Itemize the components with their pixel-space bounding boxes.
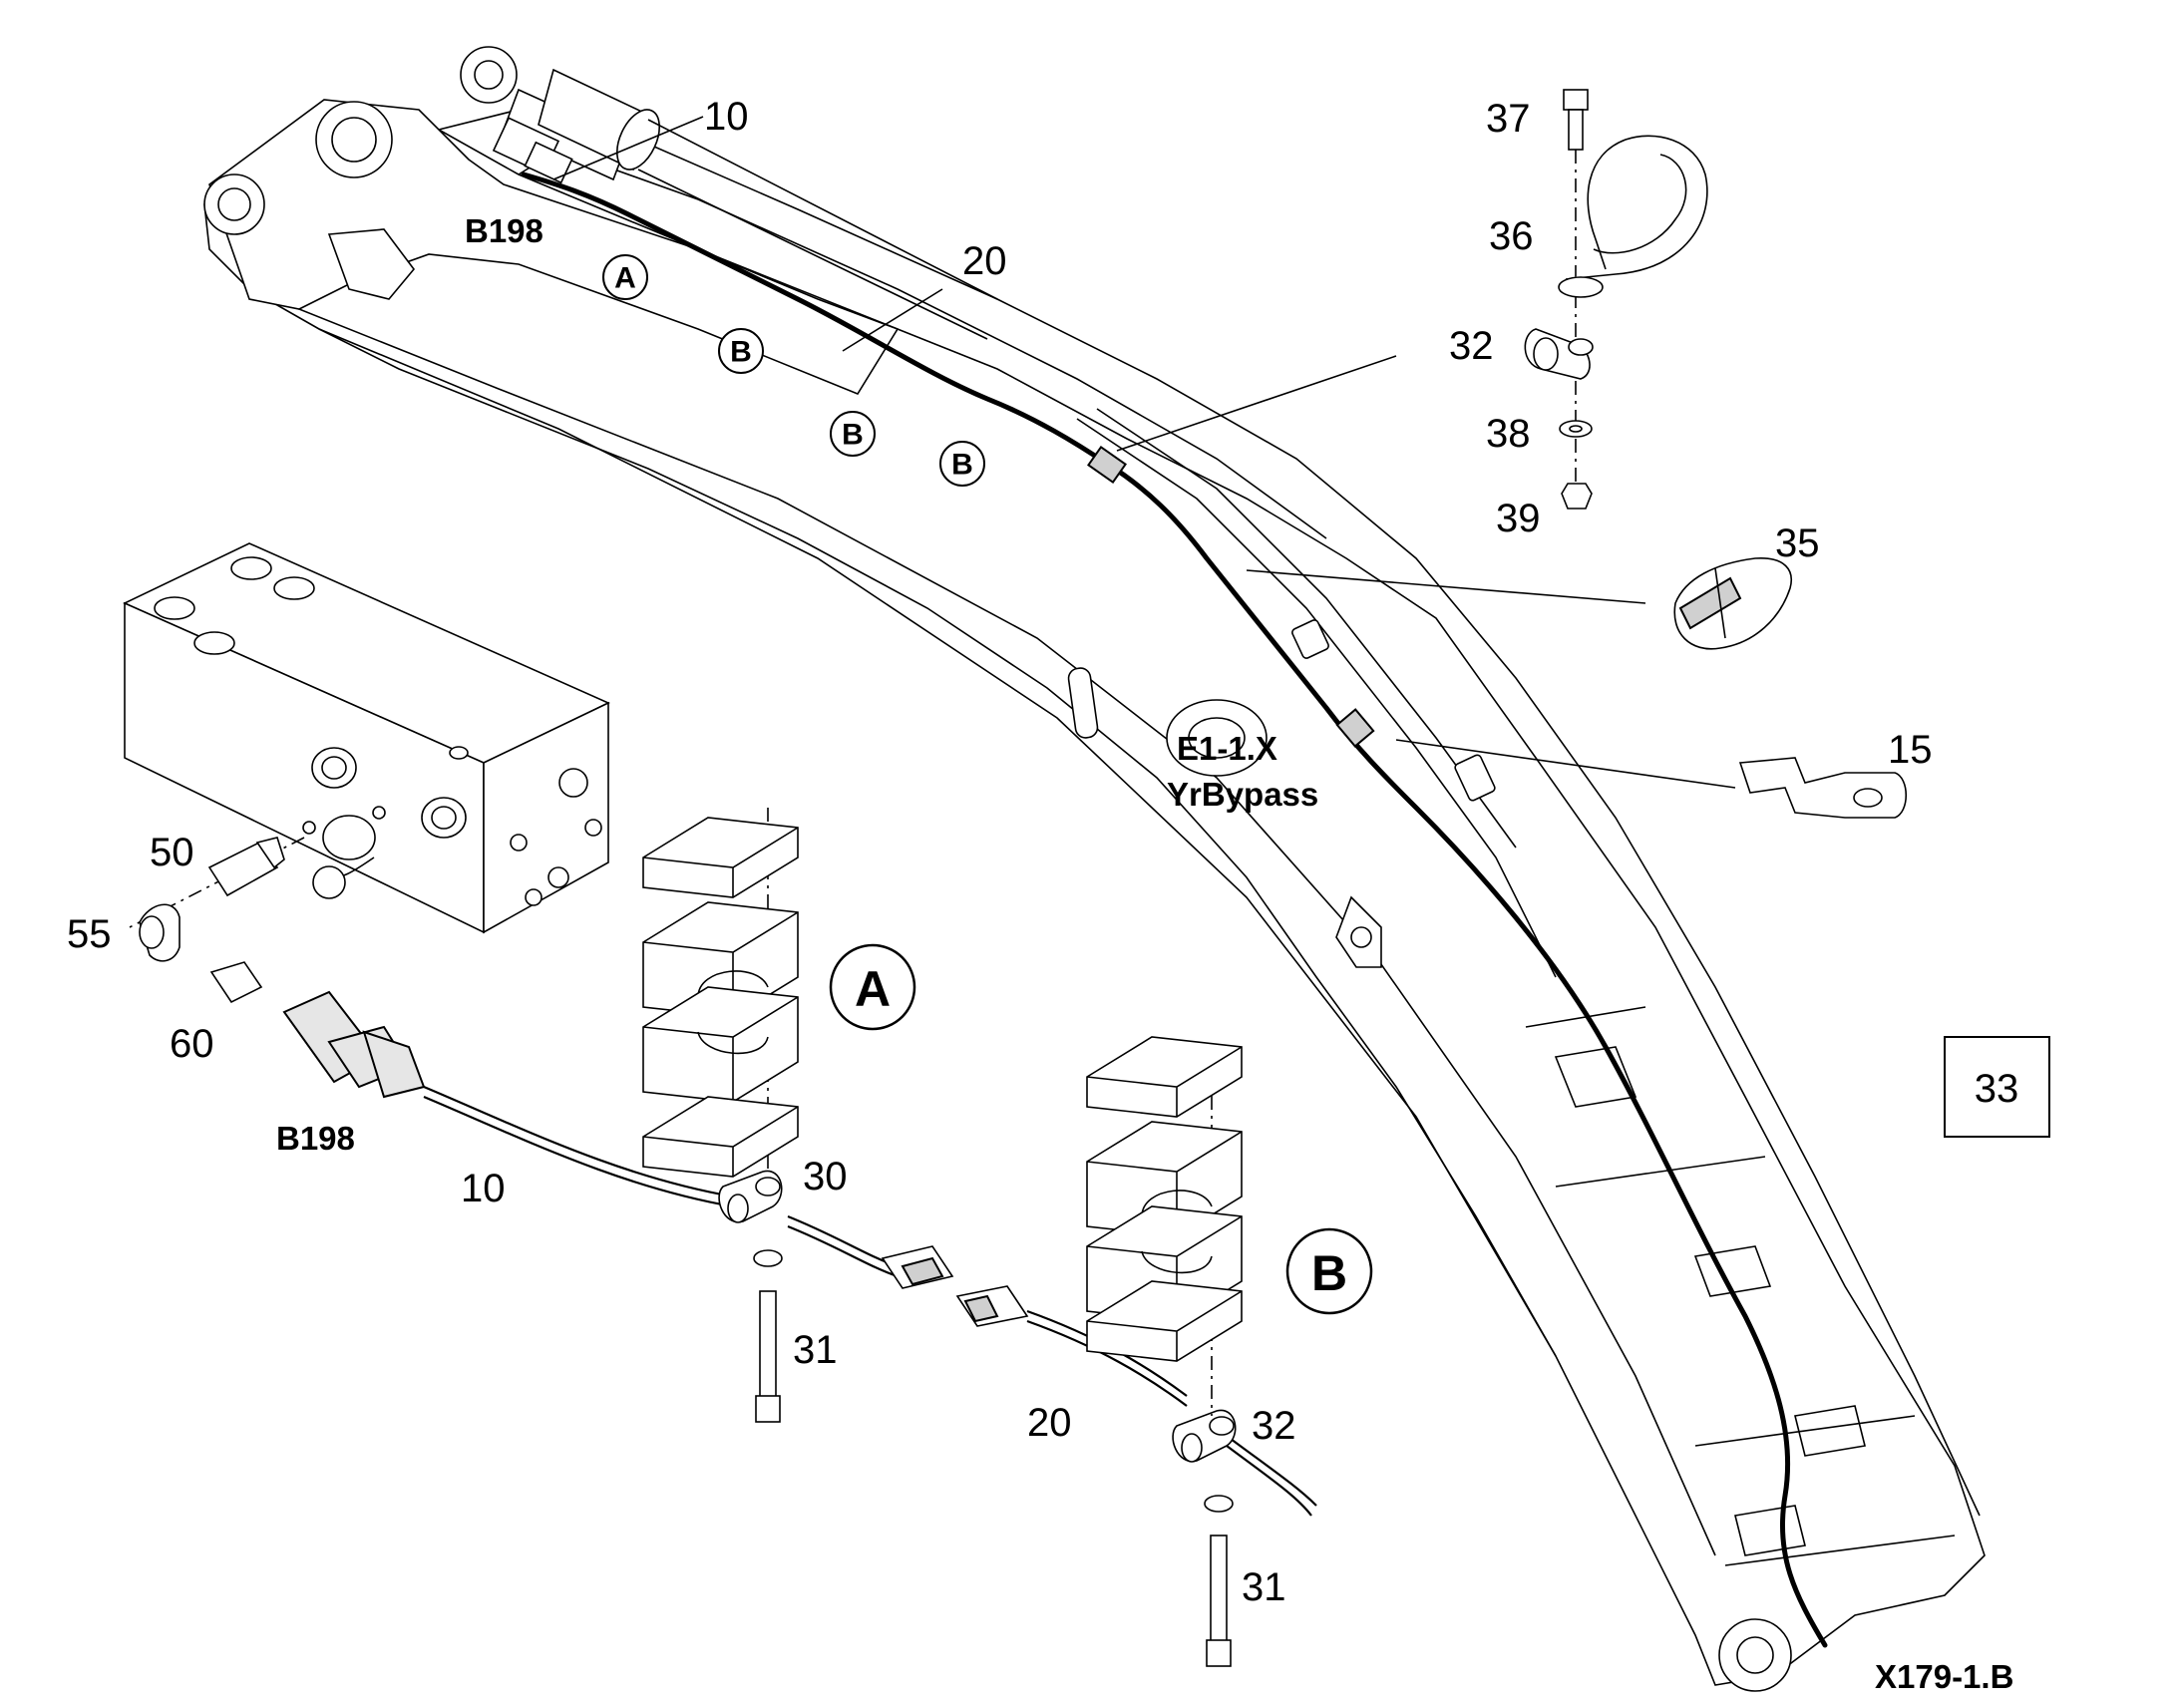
p-clamp-36	[1565, 135, 1708, 280]
svg-text:B: B	[730, 336, 752, 369]
callout-50: 50	[150, 831, 194, 874]
clamp-hardware-kit	[1524, 89, 1907, 819]
arm-cylinder-assembly	[203, 46, 998, 395]
designation-b198-bottom: B198	[276, 1120, 355, 1157]
callout-37: 37	[1486, 97, 1531, 141]
valve-block	[123, 542, 610, 934]
adapter-50	[207, 841, 279, 897]
sensor-assembly	[129, 837, 426, 1099]
callout-55: 55	[67, 912, 112, 956]
callout-15: 15	[1888, 728, 1933, 772]
nut-39	[1561, 483, 1593, 510]
svg-text:B: B	[1311, 1245, 1347, 1301]
callout-32-bottom: 32	[1252, 1404, 1296, 1448]
washer-32	[1204, 1495, 1234, 1513]
boom-cable-connector	[1335, 708, 1375, 748]
callout-30: 30	[803, 1155, 848, 1198]
designation-connector-line1: E1-1.X	[1177, 730, 1277, 767]
callout-10-top: 10	[704, 95, 749, 139]
callout-20-top: 20	[962, 239, 1007, 283]
bolt-31-left	[759, 1290, 777, 1402]
leader-lines	[552, 116, 1736, 789]
clamp-stack-a	[642, 808, 799, 1178]
cable-detail	[423, 1085, 1317, 1667]
callout-32-top: 32	[1449, 324, 1494, 368]
svg-text:B: B	[951, 449, 973, 482]
boom-arm	[203, 109, 1986, 1692]
drawing-id: X179-1.B	[1875, 1658, 2013, 1695]
sheet-box-label: 33	[1975, 1067, 2019, 1111]
sheet-box	[1944, 1036, 2050, 1138]
callout-36: 36	[1489, 214, 1534, 258]
callout-35: 35	[1775, 521, 1820, 565]
washer-30	[753, 1249, 783, 1267]
callout-31-right: 31	[1242, 1565, 1286, 1609]
callout-10-bottom: 10	[461, 1167, 506, 1210]
callout-31-left: 31	[793, 1328, 838, 1372]
bolt-31-right	[1210, 1535, 1228, 1646]
adapter-60	[209, 961, 263, 1004]
clamp-stack-b	[1086, 1036, 1243, 1416]
svg-text:B: B	[842, 419, 864, 452]
callout-38: 38	[1486, 412, 1531, 456]
designation-connector-line2: YrBypass	[1167, 776, 1318, 813]
callout-20-bottom: 20	[1027, 1401, 1072, 1445]
clamp-marker-a-small: A	[602, 254, 648, 300]
clamp-marker-a-large: A	[829, 943, 916, 1031]
cable-run-boom	[521, 171, 1828, 1648]
bolt-37	[1563, 89, 1589, 111]
clamp-marker-b-large: B	[1285, 1227, 1373, 1315]
callout-39: 39	[1496, 497, 1541, 540]
clamp-marker-b-small-1: B	[718, 328, 764, 374]
clamp-marker-b-small-3: B	[939, 441, 985, 487]
svg-text:A: A	[855, 961, 891, 1017]
designation-b198-top: B198	[465, 212, 544, 249]
callout-60: 60	[170, 1022, 214, 1066]
bracket-15	[1738, 757, 1907, 819]
boom-cable-plug	[1087, 445, 1127, 485]
svg-text:A: A	[614, 262, 636, 295]
clamp-marker-b-small-2: B	[830, 411, 876, 457]
